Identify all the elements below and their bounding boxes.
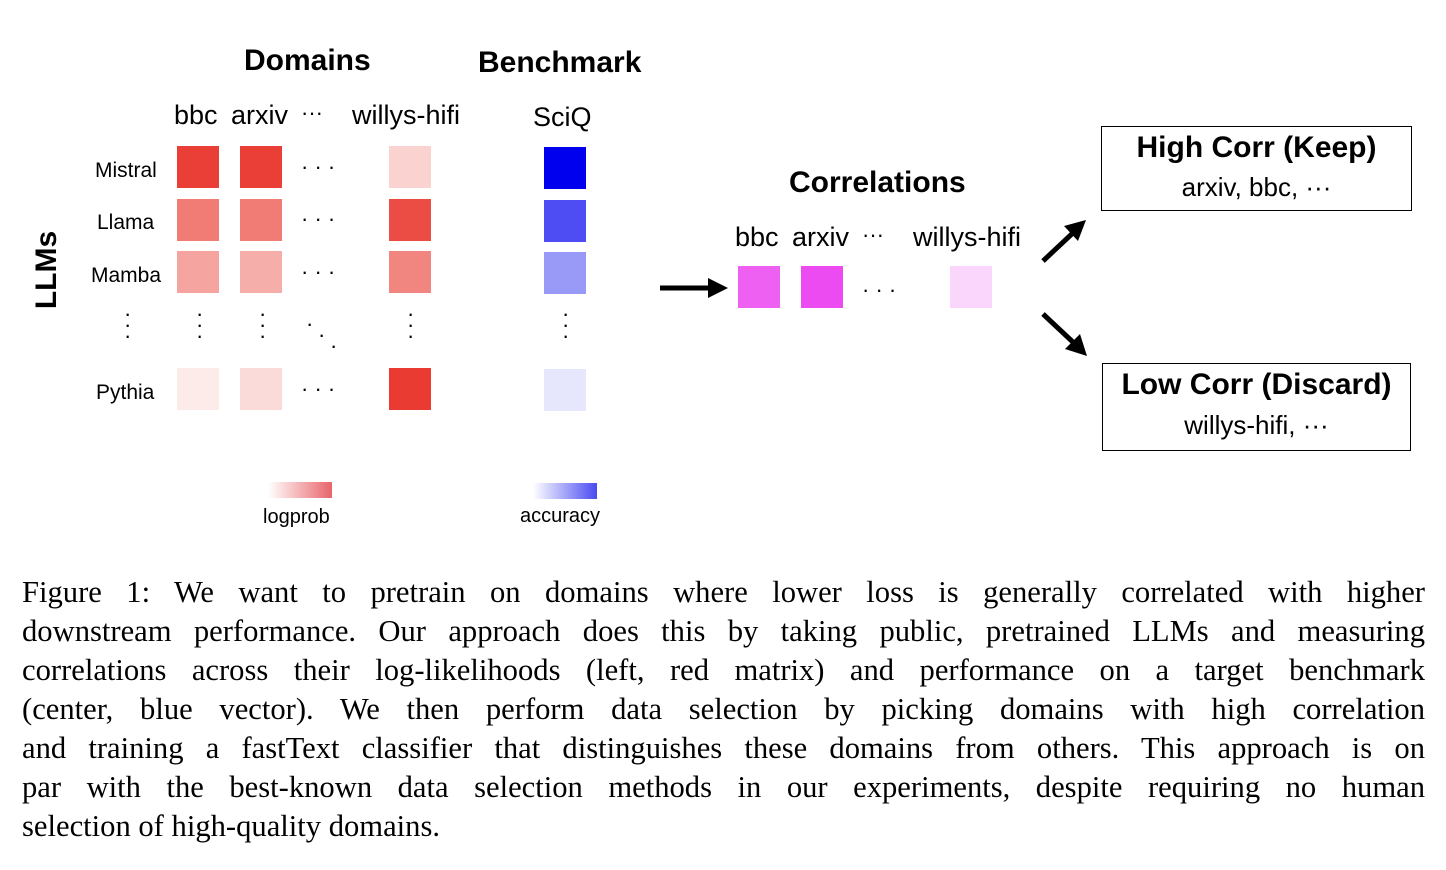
correlations-title: Correlations xyxy=(789,166,966,199)
column-ellipsis: ··· xyxy=(124,301,132,348)
caption-line: and training a fastText classifier that … xyxy=(22,731,1425,765)
accuracy-gradient-bar xyxy=(533,483,597,499)
correlation-header-arxiv: arxiv xyxy=(792,222,850,252)
model-label-mistral: Mistral xyxy=(95,159,157,182)
diagonal-ellipsis: · xyxy=(330,333,338,358)
caption-line: Figure 1: We want to pretrain on domains… xyxy=(22,575,1425,609)
domain-header-ellipsis: ··· xyxy=(301,100,323,125)
column-ellipsis: ··· xyxy=(562,301,570,348)
high-corr-title: High Corr (Keep) xyxy=(1136,131,1377,164)
logprob-legend-label: logprob xyxy=(263,506,330,528)
accuracy-legend-label: accuracy xyxy=(520,505,601,527)
domains-title: Domains xyxy=(244,44,371,77)
correlation-header-bbc: bbc xyxy=(735,222,779,252)
column-ellipsis: ··· xyxy=(407,301,415,348)
caption-line: downstream performance. Our approach doe… xyxy=(22,614,1425,648)
correlation-header-willys-hifi: willys-hifi xyxy=(913,222,1021,252)
logprob-cell-llama-willys-hifi xyxy=(389,199,431,241)
correlation-cell-bbc xyxy=(738,266,780,308)
domain-header-arxiv: arxiv xyxy=(231,100,289,130)
correlation-cell-arxiv xyxy=(801,266,843,308)
column-ellipsis: ··· xyxy=(259,301,267,348)
figure-caption: Figure 1: We want to pretrain on domains… xyxy=(22,573,1425,846)
benchmark-title: Benchmark xyxy=(478,46,642,79)
benchmark-header-sciq: SciQ xyxy=(533,102,592,132)
logprob-cell-mamba-arxiv xyxy=(240,251,282,293)
column-ellipsis: ··· xyxy=(196,301,204,348)
accuracy-cell-llama xyxy=(544,200,586,242)
arrow-right-icon xyxy=(660,278,728,298)
correlation-header-ellipsis: ··· xyxy=(862,222,884,247)
accuracy-cell-mamba xyxy=(544,252,586,294)
logprob-cell-pythia-willys-hifi xyxy=(389,368,431,410)
low-corr-title: Low Corr (Discard) xyxy=(1121,368,1392,401)
model-label-mamba: Mamba xyxy=(91,264,162,287)
caption-line: (center, blue vector). We then perform d… xyxy=(22,692,1425,726)
accuracy-cell-pythia xyxy=(544,369,586,411)
logprob-cell-mistral-bbc xyxy=(177,146,219,188)
logprob-cell-mistral-willys-hifi xyxy=(389,146,431,188)
correlation-cell-willys-hifi xyxy=(950,266,992,308)
row-ellipsis: · · · xyxy=(301,259,336,284)
caption-line: correlations across their log-likelihood… xyxy=(22,653,1425,687)
logprob-cell-mistral-arxiv xyxy=(240,146,282,188)
model-label-llama: Llama xyxy=(97,211,155,234)
logprob-cell-mamba-bbc xyxy=(177,251,219,293)
logprob-cell-llama-bbc xyxy=(177,199,219,241)
domain-header-willys-hifi: willys-hifi xyxy=(352,100,460,130)
accuracy-cell-mistral xyxy=(544,147,586,189)
row-ellipsis: · · · xyxy=(301,206,336,231)
logprob-cell-pythia-arxiv xyxy=(240,368,282,410)
arrows xyxy=(660,220,1087,356)
figure-1: Domains Benchmark bbc arxiv ··· willys-h… xyxy=(30,44,1412,528)
logprob-cell-pythia-bbc xyxy=(177,368,219,410)
correlation-ellipsis: · · · xyxy=(862,277,897,302)
high-corr-box: High Corr (Keep) arxiv, bbc, ··· xyxy=(1101,126,1412,211)
model-label-pythia: Pythia xyxy=(96,381,155,404)
logprob-gradient-bar xyxy=(268,482,332,498)
logprob-cell-mamba-willys-hifi xyxy=(389,251,431,293)
low-corr-box: Low Corr (Discard) willys-hifi, ··· xyxy=(1102,363,1411,451)
caption-line: par with the best-known data selection m… xyxy=(22,770,1425,804)
arrow-down-right-icon xyxy=(1041,312,1087,356)
caption-line: selection of high-quality domains. xyxy=(22,809,441,843)
row-ellipsis: · · · xyxy=(301,154,336,179)
logprob-cell-llama-arxiv xyxy=(240,199,282,241)
domain-header-bbc: bbc xyxy=(174,100,218,130)
row-ellipsis: · · · xyxy=(301,376,336,401)
diagonal-ellipsis: · xyxy=(318,322,326,347)
arrow-up-right-icon xyxy=(1041,220,1086,263)
high-corr-items: arxiv, bbc, ··· xyxy=(1181,172,1332,202)
diagonal-ellipsis: · xyxy=(306,311,314,336)
low-corr-items: willys-hifi, ··· xyxy=(1184,410,1329,440)
